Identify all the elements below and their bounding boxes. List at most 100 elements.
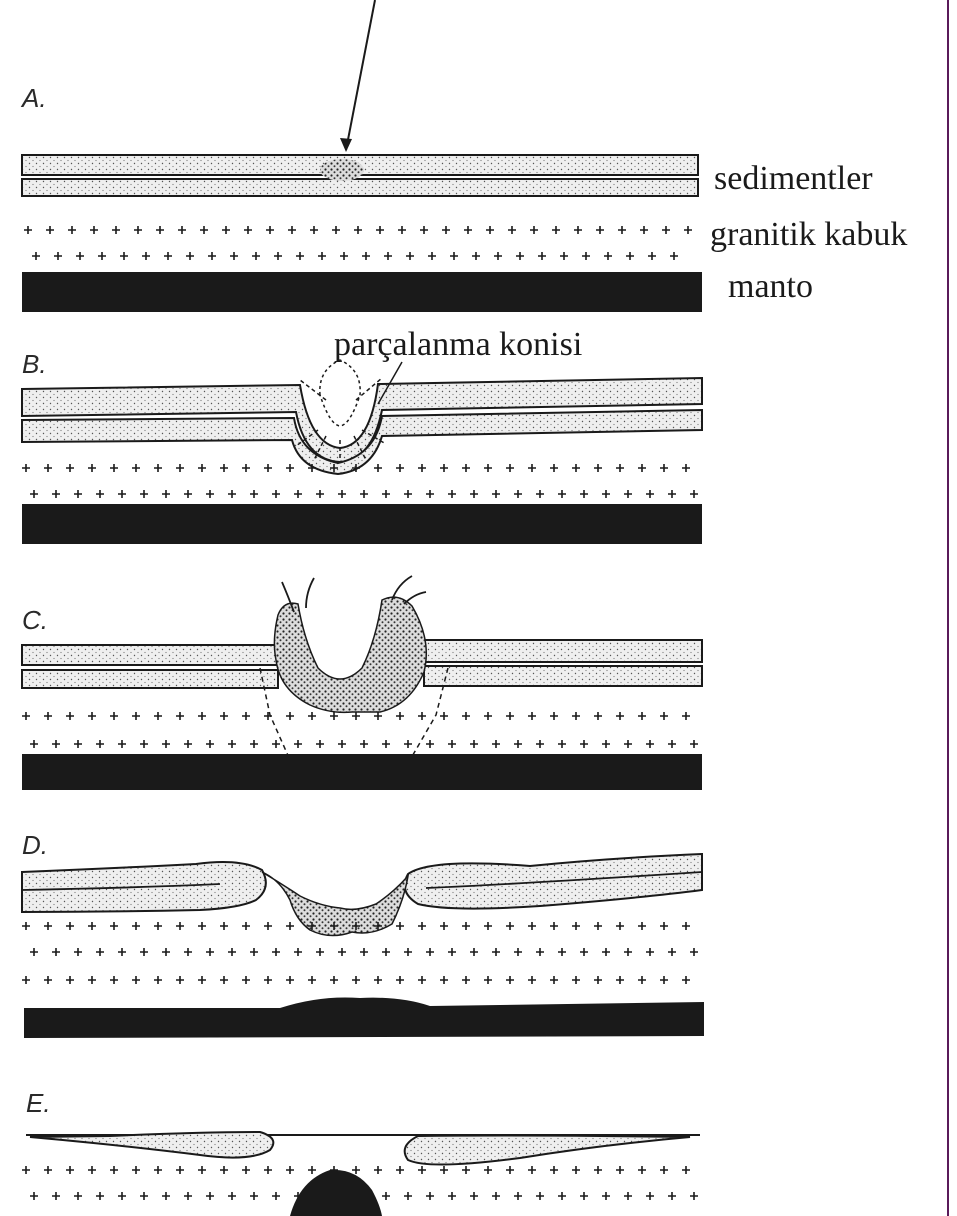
crust-plus-mark	[506, 922, 514, 930]
crust-plus-mark	[594, 712, 602, 720]
crust-plus-mark	[154, 1166, 162, 1174]
crust-plus-mark	[528, 464, 536, 472]
crust-plus-mark	[404, 948, 412, 956]
crust-plus-mark	[308, 712, 316, 720]
crust-plus-mark	[492, 948, 500, 956]
crust-plus-mark	[398, 226, 406, 234]
crust-plus-mark	[596, 226, 604, 234]
panel-letter-a: A.	[22, 83, 47, 114]
crust-plus-mark	[602, 740, 610, 748]
panel-c-crust-pluses	[22, 712, 698, 748]
panel-b-transient-cavity	[320, 360, 360, 426]
crust-plus-mark	[316, 490, 324, 498]
crust-plus-mark	[536, 740, 544, 748]
crust-plus-mark	[66, 976, 74, 984]
crust-plus-mark	[616, 922, 624, 930]
panel-a-impactor-arrowhead	[340, 138, 352, 152]
crust-plus-mark	[154, 922, 162, 930]
crust-plus-mark	[44, 712, 52, 720]
crust-plus-mark	[66, 922, 74, 930]
crust-plus-mark	[682, 464, 690, 472]
crust-plus-mark	[242, 1166, 250, 1174]
crust-plus-mark	[176, 712, 184, 720]
panel-b-group	[22, 360, 702, 544]
crust-plus-mark	[44, 1166, 52, 1174]
panel-d-group	[22, 854, 704, 1038]
crust-plus-mark	[338, 740, 346, 748]
crust-plus-mark	[404, 490, 412, 498]
crust-plus-mark	[200, 226, 208, 234]
crust-plus-mark	[332, 226, 340, 234]
crust-plus-mark	[492, 1192, 500, 1200]
crust-plus-mark	[462, 1166, 470, 1174]
crust-plus-mark	[74, 948, 82, 956]
crust-plus-mark	[316, 740, 324, 748]
crust-plus-mark	[222, 226, 230, 234]
crust-plus-mark	[462, 976, 470, 984]
crust-plus-mark	[162, 740, 170, 748]
crust-plus-mark	[640, 226, 648, 234]
panel-letter-b: B.	[22, 349, 47, 380]
crust-plus-mark	[140, 740, 148, 748]
crust-plus-mark	[286, 712, 294, 720]
crust-plus-mark	[470, 948, 478, 956]
crust-plus-mark	[638, 922, 646, 930]
crust-plus-mark	[448, 740, 456, 748]
crust-plus-mark	[594, 922, 602, 930]
crust-plus-mark	[660, 1166, 668, 1174]
crust-plus-mark	[46, 226, 54, 234]
crust-plus-mark	[24, 226, 32, 234]
panel-e-sediment-right	[405, 1136, 690, 1165]
crust-plus-mark	[66, 1166, 74, 1174]
crust-plus-mark	[484, 976, 492, 984]
crust-plus-mark	[550, 976, 558, 984]
crust-plus-mark	[682, 1166, 690, 1174]
crust-plus-mark	[602, 490, 610, 498]
crust-plus-mark	[198, 712, 206, 720]
crust-plus-mark	[118, 740, 126, 748]
crust-plus-mark	[572, 976, 580, 984]
crust-plus-mark	[418, 464, 426, 472]
crust-plus-mark	[266, 226, 274, 234]
crust-plus-mark	[626, 252, 634, 260]
crust-plus-mark	[506, 464, 514, 472]
crust-plus-mark	[682, 712, 690, 720]
crust-plus-mark	[506, 1166, 514, 1174]
crust-plus-mark	[120, 252, 128, 260]
crust-plus-mark	[624, 490, 632, 498]
crust-plus-mark	[396, 1166, 404, 1174]
crust-plus-mark	[340, 252, 348, 260]
crust-plus-mark	[264, 712, 272, 720]
crust-plus-mark	[154, 464, 162, 472]
crust-plus-mark	[638, 1166, 646, 1174]
crust-plus-mark	[272, 1192, 280, 1200]
crust-plus-mark	[618, 226, 626, 234]
crust-plus-mark	[96, 1192, 104, 1200]
crust-plus-mark	[132, 1166, 140, 1174]
crust-plus-mark	[662, 226, 670, 234]
crust-plus-mark	[242, 976, 250, 984]
crust-plus-mark	[206, 1192, 214, 1200]
crust-plus-mark	[96, 490, 104, 498]
crust-plus-mark	[134, 226, 142, 234]
crust-plus-mark	[486, 226, 494, 234]
crust-plus-mark	[118, 948, 126, 956]
crust-plus-mark	[690, 948, 698, 956]
crust-plus-mark	[132, 976, 140, 984]
crust-plus-mark	[682, 976, 690, 984]
crust-plus-mark	[550, 1166, 558, 1174]
crust-plus-mark	[220, 1166, 228, 1174]
crust-plus-mark	[440, 712, 448, 720]
panel-c-group	[22, 576, 702, 790]
crust-plus-mark	[604, 252, 612, 260]
crust-plus-mark	[550, 922, 558, 930]
crust-plus-mark	[142, 252, 150, 260]
crust-plus-mark	[30, 948, 38, 956]
crust-plus-mark	[352, 712, 360, 720]
crust-plus-mark	[514, 1192, 522, 1200]
crust-plus-mark	[550, 464, 558, 472]
crust-plus-mark	[594, 976, 602, 984]
crust-plus-mark	[484, 712, 492, 720]
crust-plus-mark	[668, 490, 676, 498]
crust-plus-mark	[660, 464, 668, 472]
